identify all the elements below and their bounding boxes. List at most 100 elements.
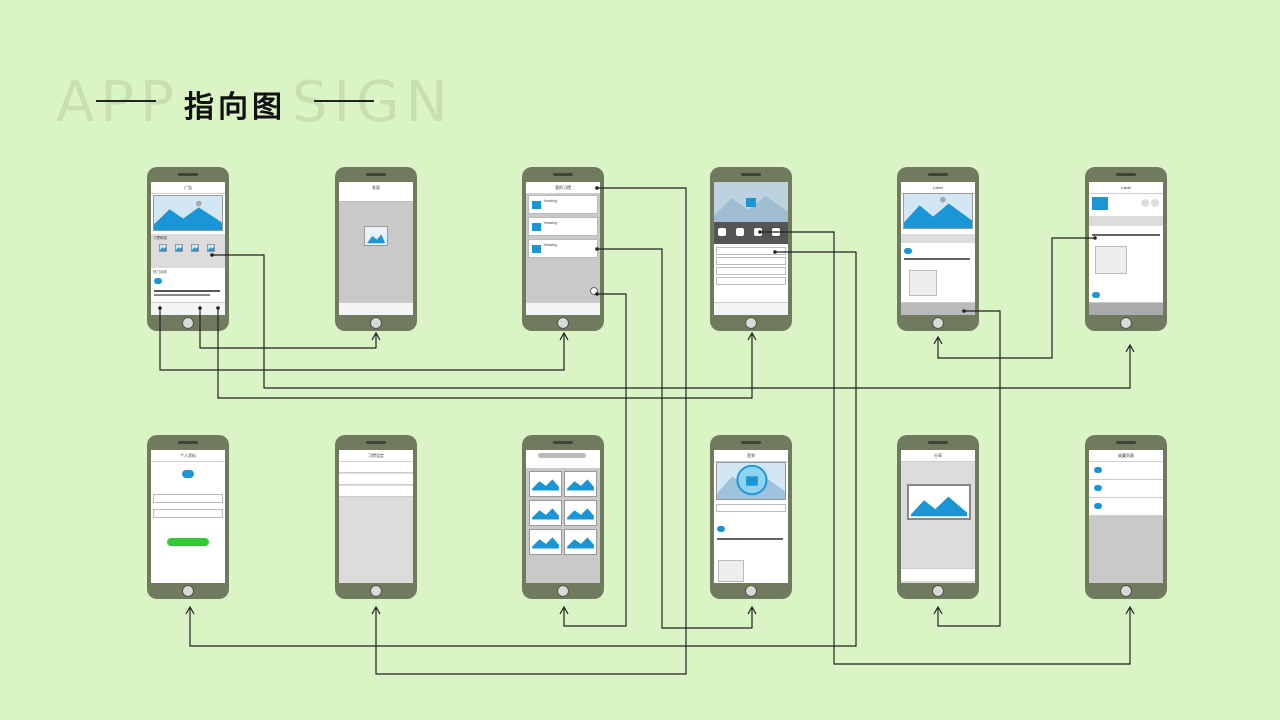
avatar-cloud-icon: [1094, 485, 1102, 491]
phone-screen-7: 个人资料: [147, 435, 229, 599]
home-button[interactable]: [932, 317, 944, 329]
list-item[interactable]: [1089, 462, 1163, 480]
menu-row[interactable]: [716, 257, 786, 265]
screen-title: 广告: [151, 182, 225, 194]
shortcut-icon[interactable]: [718, 228, 726, 236]
connector-line: [159, 308, 565, 371]
card-image-icon[interactable]: [529, 471, 562, 497]
arrowhead: [747, 331, 757, 341]
arrowhead: [933, 335, 943, 345]
phone-speaker: [553, 441, 573, 444]
home-button[interactable]: [182, 317, 194, 329]
phone-screen-1: 广告 习惯精选 热门动态: [147, 167, 229, 331]
home-button[interactable]: [1120, 585, 1132, 597]
card-image-icon[interactable]: [529, 529, 562, 555]
thumb-icon[interactable]: [191, 244, 199, 252]
section-label: 热门动态: [153, 270, 167, 274]
tab-bar: [714, 302, 788, 315]
screen-10: 签到: [714, 450, 788, 583]
section-label: 习惯精选: [153, 236, 167, 240]
list-item[interactable]: Heading: [528, 217, 598, 236]
signature-field[interactable]: [153, 509, 223, 518]
shortcut-icon[interactable]: [736, 228, 744, 236]
title-line-right: [314, 100, 374, 102]
home-button[interactable]: [745, 317, 757, 329]
photo-placeholder: [909, 270, 937, 296]
tab-bar: [339, 302, 413, 315]
habit-row[interactable]: [716, 504, 786, 512]
avatar-cloud-icon: [1092, 292, 1100, 298]
shortcut-icon[interactable]: [754, 228, 762, 236]
menu-row[interactable]: [716, 247, 786, 255]
setting-row[interactable]: [339, 474, 413, 485]
connector-line: [937, 237, 1095, 359]
home-button[interactable]: [182, 585, 194, 597]
checkin-image-icon: [716, 462, 786, 500]
home-button[interactable]: [557, 585, 569, 597]
list-item[interactable]: Heading: [528, 195, 598, 214]
thumb-icon[interactable]: [207, 244, 215, 252]
card-image-icon[interactable]: [564, 529, 597, 555]
connector-line: [597, 248, 753, 629]
nickname-field[interactable]: [153, 494, 223, 503]
avatar-cloud-icon: [904, 248, 912, 254]
home-button[interactable]: [557, 317, 569, 329]
arrowhead: [1125, 343, 1135, 353]
action-icon[interactable]: [1151, 199, 1159, 207]
screen-12: 收藏列表: [1089, 450, 1163, 583]
screen-1: 广告 习惯精选 热门动态: [151, 182, 225, 315]
connector-line: [212, 254, 1131, 389]
text-line: [154, 294, 210, 296]
list-item[interactable]: Heading: [528, 239, 598, 258]
home-button[interactable]: [745, 585, 757, 597]
save-button[interactable]: [167, 538, 209, 546]
connector-line: [217, 308, 753, 399]
arrowhead: [185, 605, 195, 615]
home-button[interactable]: [1120, 317, 1132, 329]
screen-3: 我的习惯 Heading Heading Heading: [526, 182, 600, 315]
phone-screen-8: 习惯设定: [335, 435, 417, 599]
background-word-right: SIGN: [292, 70, 454, 135]
connector-line: [937, 310, 1001, 627]
card-image-icon[interactable]: [564, 500, 597, 526]
card-image-icon[interactable]: [529, 500, 562, 526]
menu-row[interactable]: [716, 277, 786, 285]
screen-8: 习惯设定: [339, 450, 413, 583]
page-title: 指向图: [184, 90, 286, 125]
phone-speaker: [553, 173, 573, 176]
setting-row[interactable]: [339, 486, 413, 497]
connector-line: [375, 187, 687, 675]
home-button[interactable]: [370, 585, 382, 597]
add-button[interactable]: [590, 287, 598, 295]
setting-row[interactable]: [339, 462, 413, 473]
home-button[interactable]: [370, 317, 382, 329]
list-item[interactable]: [1089, 498, 1163, 516]
connector-line: [199, 308, 377, 349]
screen-5: Label: [901, 182, 975, 315]
segment-tabs[interactable]: [339, 193, 413, 202]
list-item[interactable]: [1089, 480, 1163, 498]
thumb-icon[interactable]: [175, 244, 183, 252]
avatar-cloud-icon: [717, 526, 725, 532]
phone-screen-4: [710, 167, 792, 331]
shortcut-bar: [714, 222, 788, 244]
screen-title: Label: [1089, 182, 1163, 194]
screen-11: 分享: [901, 450, 975, 583]
avatar-cloud-icon[interactable]: [182, 470, 194, 478]
home-button[interactable]: [932, 585, 944, 597]
action-icon[interactable]: [1141, 199, 1149, 207]
phone-speaker: [366, 173, 386, 176]
text-line: [717, 538, 783, 540]
tab-bar: [151, 302, 225, 315]
menu-row[interactable]: [716, 267, 786, 275]
share-bar: [901, 568, 975, 581]
photo-placeholder: [1095, 246, 1127, 274]
search-input[interactable]: [538, 453, 586, 458]
thumb-icon[interactable]: [159, 244, 167, 252]
banner-image-icon: [153, 195, 223, 231]
card-image-icon[interactable]: [564, 471, 597, 497]
phone-speaker: [928, 173, 948, 176]
tab-bar: [526, 302, 600, 315]
connector-line: [760, 231, 1131, 665]
